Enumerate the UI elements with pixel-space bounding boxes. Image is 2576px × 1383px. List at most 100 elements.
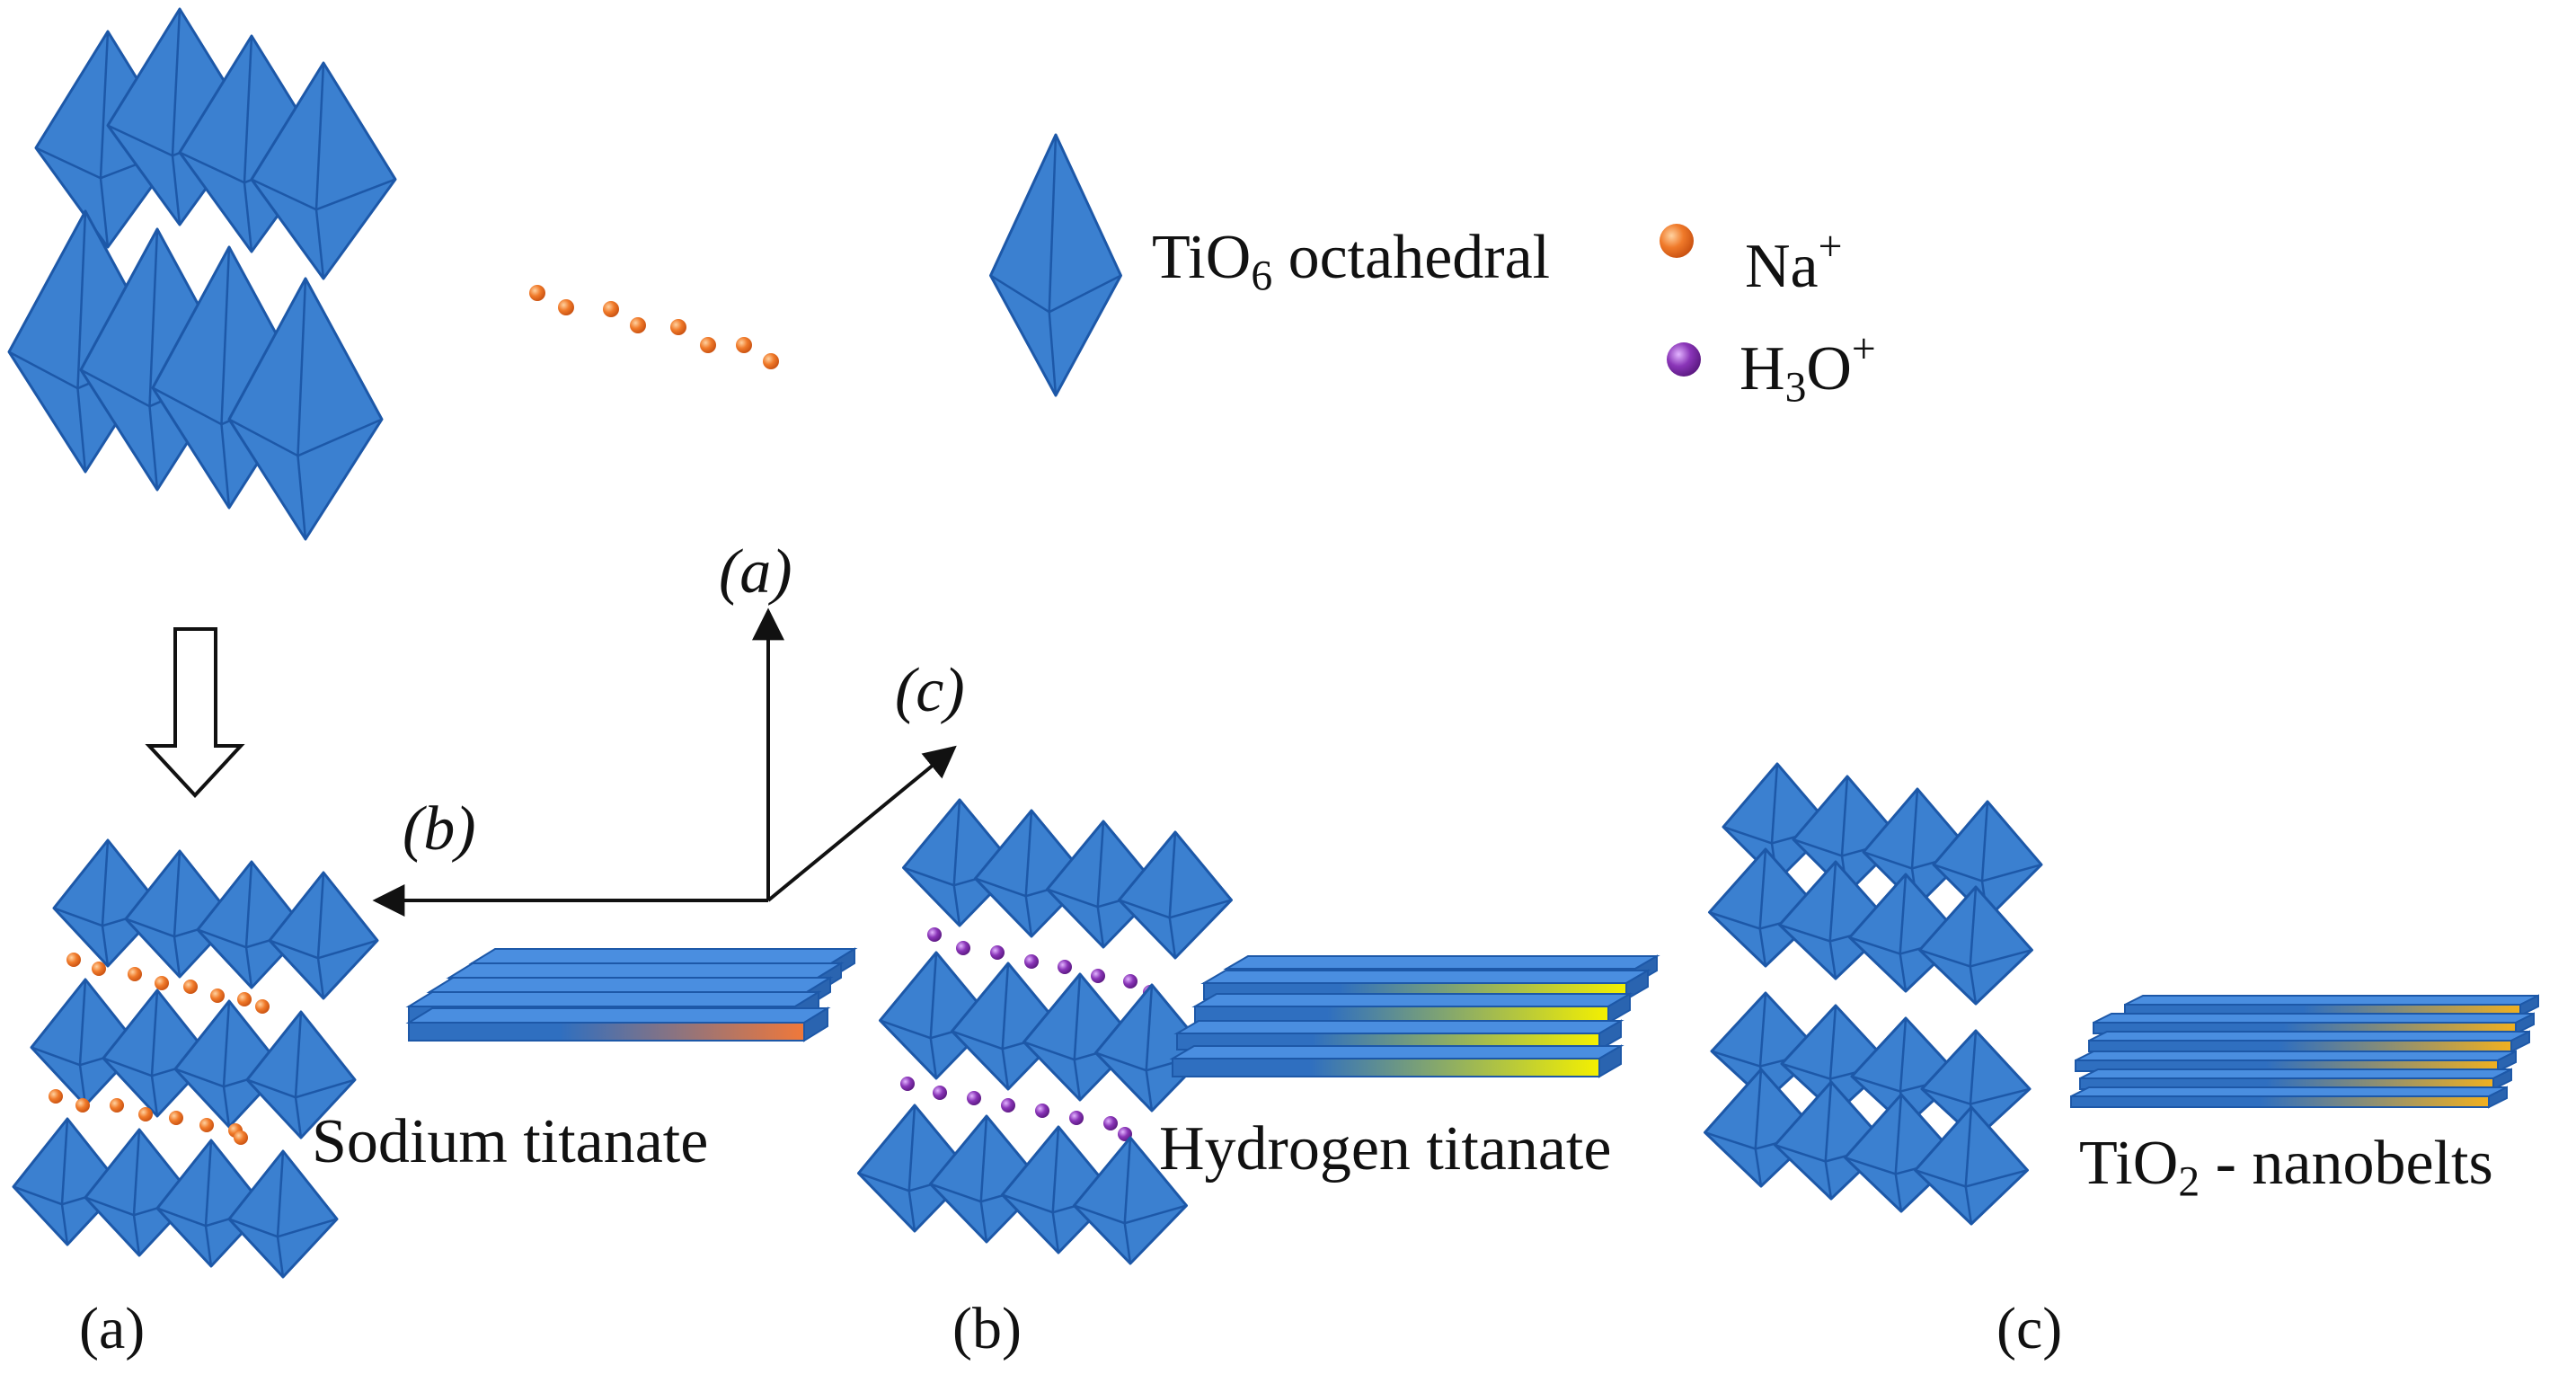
- octahedron-edge: [1711, 1050, 1761, 1068]
- octahedron-edge: [930, 1183, 982, 1203]
- nanobelt-end: [2488, 1086, 2508, 1109]
- nanobelt-end: [2519, 994, 2539, 1017]
- octahedron: [155, 1139, 267, 1268]
- nanobelt-face: [2070, 1095, 2490, 1108]
- octahedron-edge: [1921, 1087, 1971, 1105]
- octahedron-edge: [204, 1226, 213, 1267]
- na-ion: [75, 1098, 90, 1113]
- legend-h3o-ion-icon: [1667, 342, 1701, 377]
- octahedron: [1914, 1105, 2029, 1226]
- octahedron-edge: [1047, 888, 1099, 909]
- octahedron-edge: [228, 1218, 279, 1238]
- octahedron: [1118, 830, 1233, 960]
- na-ion: [670, 319, 686, 335]
- na-ion: [700, 337, 716, 353]
- octahedron-edge: [76, 388, 87, 473]
- octahedron-edge: [317, 939, 378, 960]
- octahedron-edge: [1074, 1204, 1126, 1225]
- octahedron-edge: [1754, 1148, 1763, 1187]
- nanobelt-end: [1598, 1019, 1622, 1051]
- octahedron-edge: [76, 210, 87, 389]
- octahedron-edge: [1051, 1212, 1060, 1254]
- sodium-titanate-nanobelt-bundle: [405, 947, 858, 1042]
- octahedron-edge: [1899, 1017, 1908, 1092]
- octahedron-edge: [1969, 886, 1978, 967]
- octahedron-edge: [8, 350, 79, 390]
- na-ion: [763, 353, 779, 369]
- na-ion: [255, 999, 270, 1014]
- nanobelt-top: [2093, 1013, 2535, 1024]
- octahedron-edge: [107, 124, 173, 157]
- nanobelt-top: [1223, 955, 1660, 970]
- octahedron-edge: [220, 246, 231, 425]
- octahedron-edge: [1840, 776, 1849, 856]
- nanobelt-top: [2070, 1086, 2508, 1097]
- octahedron-edge: [316, 872, 325, 959]
- octahedron: [929, 1114, 1044, 1244]
- nanobelt-top: [405, 1007, 831, 1024]
- octahedron-edge: [1722, 826, 1773, 845]
- na-ion: [138, 1107, 153, 1121]
- octahedron-edge: [1024, 810, 1033, 897]
- octahedron-edge: [244, 861, 253, 948]
- octahedron-edge: [1096, 820, 1105, 908]
- octahedron-edge: [148, 228, 159, 407]
- octahedron-edge: [1828, 1005, 1837, 1079]
- stage-c-tio2-structure: [1704, 762, 2043, 1226]
- octahedron-edge: [1824, 1081, 1833, 1162]
- octahedron: [227, 277, 384, 541]
- na-ion: [237, 992, 252, 1006]
- h3o-ion: [1091, 969, 1105, 983]
- octahedron-edge: [244, 947, 253, 988]
- axis-a-label: (a): [719, 537, 792, 607]
- octahedron-edge: [132, 1129, 141, 1216]
- octahedron-face: [1118, 830, 1233, 960]
- octahedron-edge: [1915, 1169, 1967, 1188]
- octahedron-edge: [929, 952, 938, 1039]
- octahedron-edge: [150, 1076, 159, 1117]
- octahedron-edge: [156, 1207, 207, 1228]
- na-ion: [558, 299, 574, 315]
- octahedron-edge: [858, 1172, 910, 1192]
- octahedron-edge: [1980, 801, 1989, 882]
- na-ion: [234, 1130, 248, 1145]
- octahedron-edge: [171, 155, 181, 226]
- octahedron-edge: [316, 958, 325, 999]
- octahedron-edge: [315, 178, 396, 211]
- octahedron-edge: [297, 278, 307, 457]
- octahedron-edge: [276, 1237, 285, 1278]
- octahedron-edge: [102, 1057, 153, 1077]
- octahedron-edge: [174, 1068, 225, 1088]
- octahedron: [1073, 1136, 1188, 1265]
- h3o-ion: [1024, 954, 1039, 969]
- octahedron-edge: [907, 1104, 916, 1192]
- na-ion: [92, 962, 106, 976]
- na-ion: [630, 317, 646, 333]
- octahedron-edge: [1073, 973, 1082, 1060]
- octahedron-edge: [1051, 1126, 1060, 1213]
- octahedron-edge: [929, 1038, 938, 1079]
- octahedron-edge: [1002, 1193, 1054, 1214]
- sodium-titanate-label: Sodium titanate: [312, 1107, 709, 1176]
- octahedron-edge: [907, 1191, 916, 1232]
- nanobelt-end: [2497, 1050, 2517, 1073]
- octahedron-edge: [1704, 1131, 1757, 1150]
- octahedron-edge: [1845, 1157, 1897, 1175]
- octahedron-edge: [1779, 924, 1831, 943]
- octahedron-edge: [1899, 873, 1908, 954]
- octahedron-edge: [173, 936, 181, 978]
- octahedron-face: [268, 871, 379, 1000]
- octahedron-edge: [1169, 899, 1232, 919]
- stage-a-label: (a): [79, 1296, 146, 1361]
- h3o-ion: [1001, 1098, 1015, 1113]
- octahedron: [227, 1149, 339, 1279]
- octahedron-edge: [1048, 134, 1058, 313]
- octahedron-edge: [1970, 1087, 2031, 1105]
- octahedron-edge: [1824, 1161, 1833, 1200]
- octahedron-edge: [1828, 861, 1837, 942]
- octahedron-edge: [1781, 1062, 1831, 1080]
- h3o-ion: [990, 945, 1005, 960]
- octahedron-edge: [314, 209, 325, 279]
- nanobelt-top: [1169, 1045, 1624, 1059]
- na-ion: [603, 301, 619, 317]
